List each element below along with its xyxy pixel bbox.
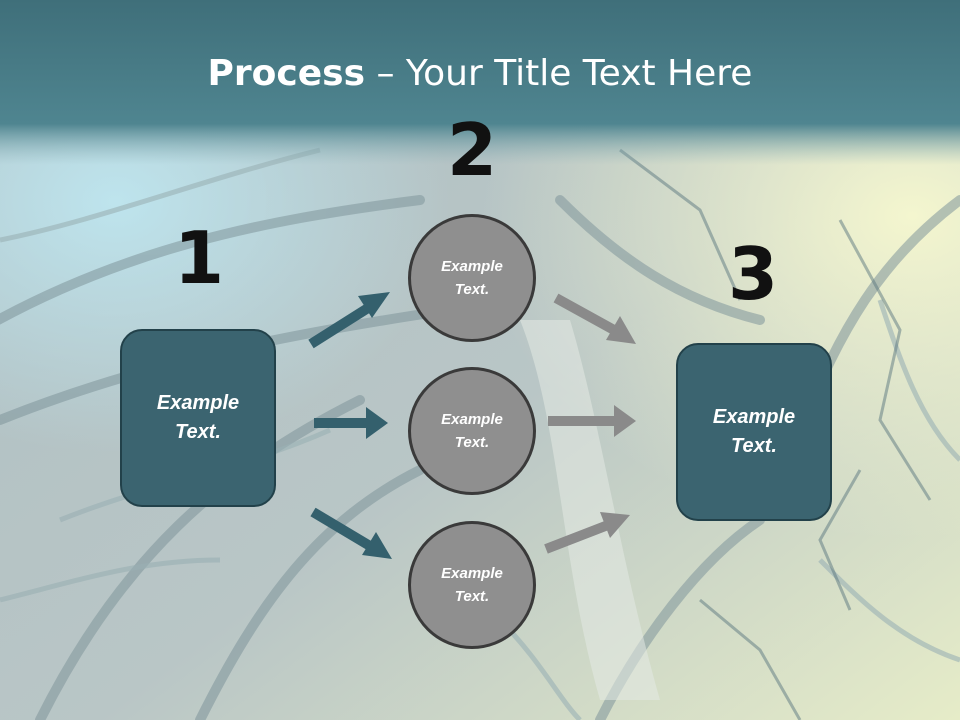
arrow-top-to-right [553,293,636,344]
arrow-bottom-to-right [544,512,630,554]
circle-top[interactable]: Example Text. [408,214,536,342]
circle-bottom-line2: Text. [454,588,490,605]
arrow-middle-to-right [548,405,636,437]
left-box-text: Example Text. [157,389,239,447]
circle-middle-line1: Example [441,411,503,428]
left-box[interactable]: Example Text. [120,329,276,507]
circle-middle[interactable]: Example Text. [408,367,536,495]
circle-middle-text: Example Text. [441,408,503,454]
right-box-text: Example Text. [713,403,795,461]
step-number-3: 3 [727,232,779,316]
circle-top-text: Example Text. [441,255,503,301]
circle-middle-line2: Text. [454,434,490,451]
arrow-left-to-top [308,292,390,349]
slide-title: Process – Your Title Text Here [0,52,960,96]
step-number-1: 1 [173,216,225,300]
circle-top-line2: Text. [454,281,490,298]
right-box[interactable]: Example Text. [676,343,832,521]
right-box-line2: Text. [731,435,777,457]
circle-bottom-text: Example Text. [441,562,503,608]
step-number-2: 2 [446,108,498,192]
circle-bottom-line1: Example [441,565,503,582]
circle-bottom[interactable]: Example Text. [408,521,536,649]
left-box-line2: Text. [175,421,221,443]
arrow-left-to-bottom [310,507,392,559]
left-box-line1: Example [156,392,240,414]
right-box-line1: Example [712,406,796,428]
circle-top-line1: Example [441,258,503,275]
title-rest: – Your Title Text Here [365,53,753,94]
title-bold: Process [207,53,366,94]
arrow-left-to-middle [314,407,388,439]
